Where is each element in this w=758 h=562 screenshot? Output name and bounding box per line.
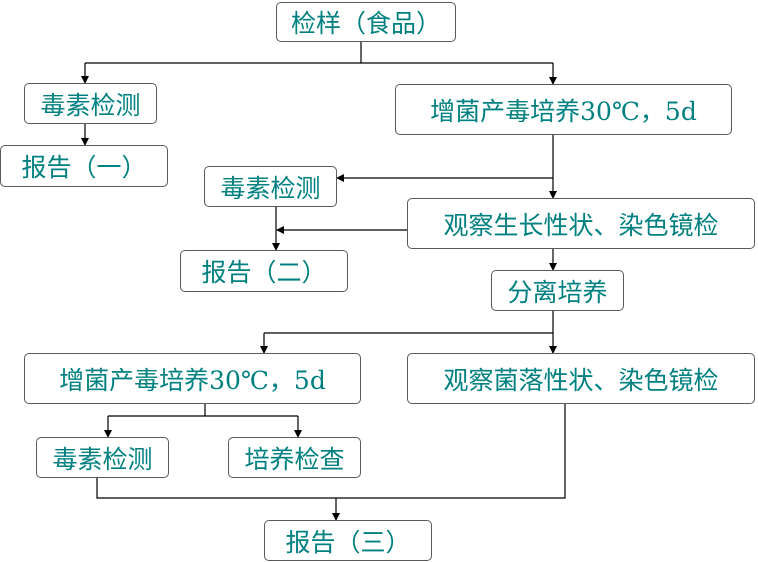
node-toxin-test-1: 毒素检测 — [24, 83, 157, 124]
node-sample: 检样（食品） — [276, 2, 456, 42]
node-enrich-1: 增菌产毒培养30℃，5d — [395, 84, 732, 135]
node-observe-growth: 观察生长性状、染色镜检 — [407, 198, 755, 249]
connector — [108, 404, 298, 417]
node-report-1: 报告（一） — [0, 145, 168, 187]
node-isolate: 分离培养 — [491, 270, 624, 311]
node-toxin-test-3: 毒素检测 — [36, 437, 169, 478]
node-culture-check: 培养检查 — [228, 437, 361, 478]
connector — [264, 311, 554, 334]
node-toxin-test-2: 毒素检测 — [204, 166, 337, 207]
node-report-3: 报告（三） — [264, 520, 432, 561]
node-enrich-2: 增菌产毒培养30℃，5d — [24, 353, 361, 404]
node-report-2: 报告（二） — [180, 250, 348, 292]
connector — [85, 41, 553, 64]
node-observe-colony: 观察菌落性状、染色镜检 — [407, 353, 755, 404]
connector — [96, 404, 566, 499]
